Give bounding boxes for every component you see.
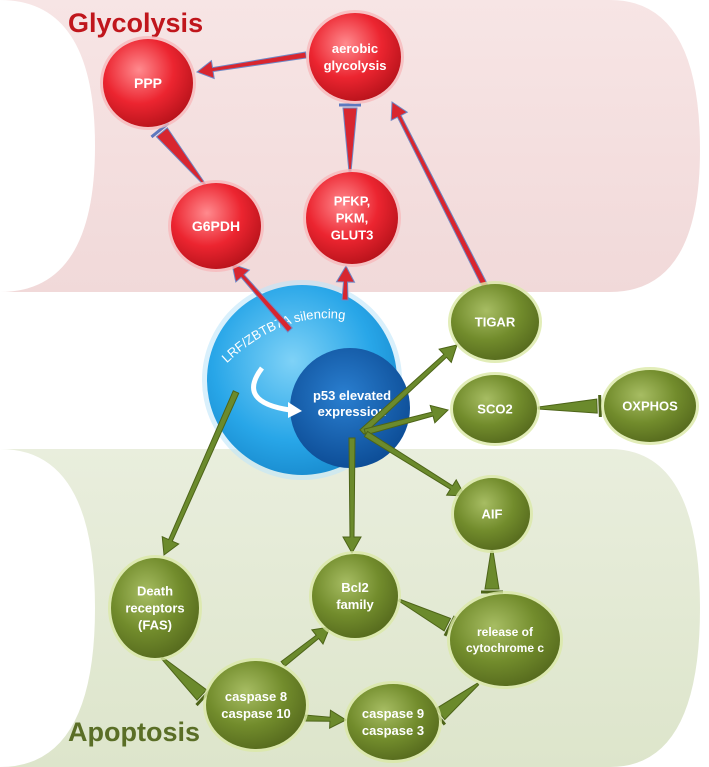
glycolysis-label: Glycolysis xyxy=(68,8,203,38)
sco2-to-oxphos-edge xyxy=(537,394,602,418)
apoptosis-label: Apoptosis xyxy=(68,717,200,747)
silencing-arrowhead-icon xyxy=(288,402,302,418)
node-shape xyxy=(453,375,537,443)
node-label: AIF xyxy=(482,507,503,522)
node-cytochrome: release of cytochrome c xyxy=(447,591,563,689)
aerobic-to-ppp-edge xyxy=(195,51,308,80)
node-label: receptors xyxy=(125,601,184,616)
node-shape xyxy=(454,478,530,550)
edges-layer xyxy=(150,51,602,730)
p53-label-line2: expression xyxy=(318,404,387,419)
node-shape xyxy=(111,558,199,658)
node-shape xyxy=(451,284,539,360)
node-label: GLUT3 xyxy=(331,228,374,243)
node-label: family xyxy=(336,597,374,612)
caspase8-to-caspase9-edge xyxy=(304,709,348,730)
node-sco2: SCO2 xyxy=(450,372,540,446)
p53-circle xyxy=(290,348,410,468)
node-label: cytochrome c xyxy=(466,641,544,655)
p53-to-tigar-edge xyxy=(359,344,458,435)
node-shape xyxy=(306,172,398,264)
tigar-to-aerobic-edge xyxy=(390,101,489,289)
p53-to-g6pdh-edge xyxy=(231,263,293,333)
node-caspase-9-3: caspase 9 caspase 3 xyxy=(344,681,442,763)
node-shape xyxy=(206,661,306,749)
node-bcl2: Bcl2 family xyxy=(309,551,401,641)
node-label: aerobic xyxy=(332,41,378,56)
node-shape xyxy=(103,39,193,127)
node-label: caspase 10 xyxy=(221,706,290,721)
node-oxphos: OXPHOS xyxy=(601,367,699,445)
lrf-to-death-receptors-edge xyxy=(161,390,240,556)
node-label: caspase 9 xyxy=(362,706,424,721)
node-pfkp: PFKP, PKM, GLUT3 xyxy=(303,169,401,267)
node-shape xyxy=(450,594,560,686)
node-shape xyxy=(171,183,261,269)
node-shape xyxy=(309,13,401,101)
node-label: release of xyxy=(477,625,534,639)
node-shape xyxy=(604,370,696,442)
node-g6pdh: G6PDH xyxy=(168,180,264,272)
node-caspase-8-10: caspase 8 caspase 10 xyxy=(203,658,309,752)
node-label: (FAS) xyxy=(138,618,172,633)
node-tigar: TIGAR xyxy=(448,281,542,363)
node-label: TIGAR xyxy=(475,315,516,330)
node-label: SCO2 xyxy=(477,402,512,417)
p53-to-pfkp-edge xyxy=(335,264,356,301)
node-label: Bcl2 xyxy=(341,580,368,595)
node-ppp: PPP xyxy=(100,36,196,130)
node-label: G6PDH xyxy=(192,218,240,234)
node-label: PPP xyxy=(134,75,162,91)
node-aerobic-glycolysis: aerobic glycolysis xyxy=(306,10,404,104)
node-label: caspase 3 xyxy=(362,723,424,738)
node-aif: AIF xyxy=(451,475,533,553)
node-shape xyxy=(347,684,439,760)
node-label: caspase 8 xyxy=(225,689,287,704)
node-label: PKM, xyxy=(336,211,369,226)
node-label: OXPHOS xyxy=(622,399,678,414)
node-label: glycolysis xyxy=(324,58,387,73)
p53-to-bcl2-edge xyxy=(342,437,362,555)
node-death-receptors: Death receptors (FAS) xyxy=(108,555,202,661)
p53-label-line1: p53 elevated xyxy=(313,388,391,403)
node-shape xyxy=(312,554,398,638)
node-label: PFKP, xyxy=(334,194,371,209)
silencing-curved-arrow xyxy=(251,366,291,413)
node-label: Death xyxy=(137,584,173,599)
p53-to-sco2-edge xyxy=(363,404,449,436)
caspase8-to-bcl2-edge xyxy=(280,626,331,668)
p53-to-aif-edge xyxy=(363,430,466,497)
